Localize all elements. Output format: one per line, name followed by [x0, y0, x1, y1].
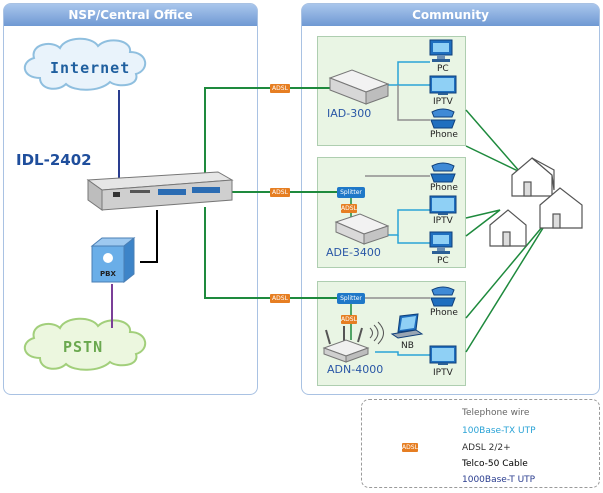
splitter: Splitter — [337, 293, 365, 304]
pbx-label: PBX — [100, 270, 116, 278]
legend-item-telephone-wire: Telephone wire — [362, 406, 599, 420]
house-icon — [511, 157, 555, 197]
adn-4000-label: ADN-4000 — [327, 363, 384, 376]
iptv-icon — [429, 345, 457, 365]
adsl-tag: ADSL — [341, 315, 357, 324]
legend-label: 100Base-TX UTP — [462, 426, 536, 436]
notebook-icon — [390, 313, 424, 339]
iptv-icon — [429, 195, 457, 215]
pc-icon — [429, 39, 453, 62]
client-label: Phone — [430, 308, 458, 318]
client-label: IPTV — [433, 97, 453, 107]
iptv-icon — [429, 75, 457, 95]
adsl-tag: ADSL — [402, 443, 418, 452]
house-icon — [489, 209, 527, 247]
legend-label: 1000Base-T UTP — [462, 475, 536, 485]
pc-icon — [429, 231, 453, 254]
adsl-tag: ADSL — [270, 188, 290, 197]
central-office-title: NSP/Central Office — [4, 4, 257, 26]
internet-label: Internet — [50, 59, 131, 77]
legend-label: Telco-50 Cable — [462, 459, 528, 469]
legend: Telephone wire 100Base-TX UTP ADSL ADSL … — [361, 399, 600, 488]
legend-label: ADSL 2/2+ — [462, 443, 511, 453]
client-label: IPTV — [433, 368, 453, 378]
house-icon — [539, 187, 583, 229]
phone-icon — [430, 162, 456, 183]
client-label: NB — [401, 341, 414, 351]
ade-3400-device-icon — [334, 213, 390, 245]
iad-300-device-icon — [328, 69, 390, 105]
legend-item-telco-50: Telco-50 Cable — [362, 457, 599, 471]
wireless-icon — [369, 321, 384, 345]
iad-300-label: IAD-300 — [327, 107, 372, 120]
adsl-tag: ADSL — [270, 84, 290, 93]
splitter: Splitter — [337, 187, 365, 198]
client-label: PC — [437, 256, 449, 266]
idl-2402-label: IDL-2402 — [16, 151, 92, 169]
adsl-tag: ADSL — [270, 294, 290, 303]
adsl-tag: ADSL — [341, 204, 357, 213]
legend-item-1000base-t: 1000Base-T UTP — [362, 473, 599, 487]
phone-icon — [430, 108, 456, 129]
pbx-icon — [90, 236, 136, 284]
adn-4000-device-icon — [322, 326, 370, 363]
legend-label: Telephone wire — [462, 408, 530, 418]
client-label: PC — [437, 64, 449, 74]
phone-icon — [430, 286, 456, 307]
ade-3400-label: ADE-3400 — [326, 246, 381, 259]
legend-item-adsl: ADSL ADSL 2/2+ — [362, 441, 599, 455]
community-title: Community — [302, 4, 599, 26]
pstn-label: PSTN — [63, 338, 104, 356]
legend-item-100base-tx: 100Base-TX UTP — [362, 424, 599, 438]
client-label: Phone — [430, 183, 458, 193]
idl-2402-device-icon — [86, 171, 234, 211]
client-label: Phone — [430, 130, 458, 140]
internet-cloud-icon — [24, 37, 146, 91]
pstn-cloud-icon — [24, 317, 146, 371]
client-label: IPTV — [433, 216, 453, 226]
